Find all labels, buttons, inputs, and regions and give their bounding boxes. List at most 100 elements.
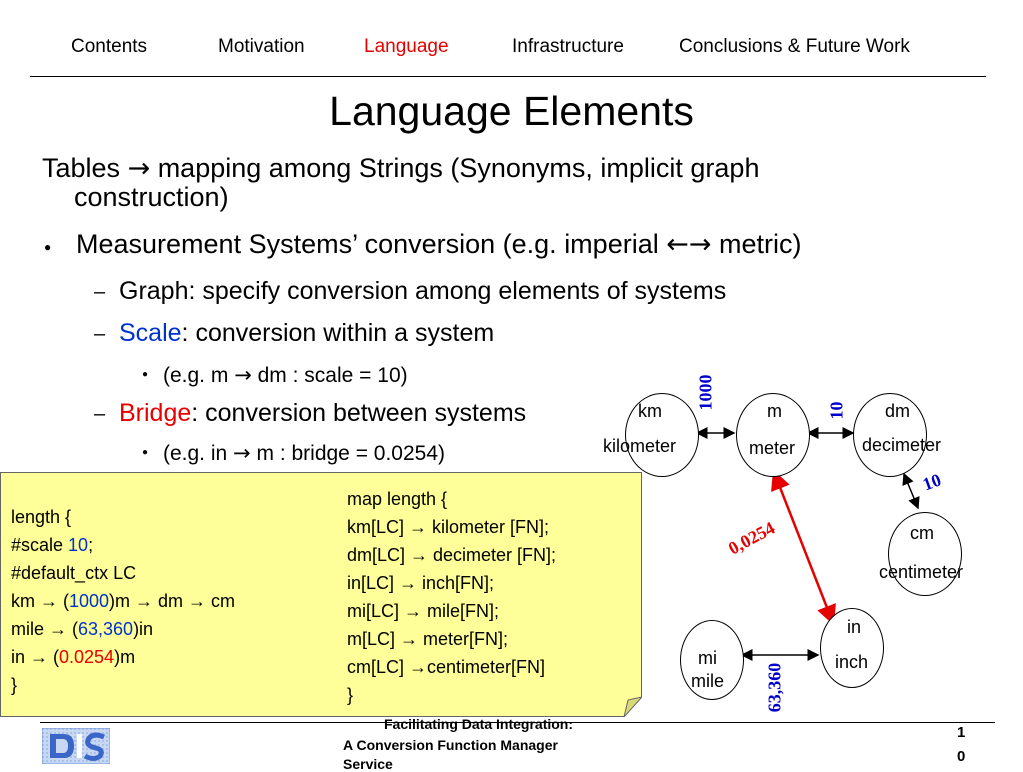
bullet-dot: ● (44, 240, 52, 254)
measurement-line: Measurement Systems’ conversion (e.g. im… (76, 229, 801, 260)
code-line: m[LC] → meter[FN]; (347, 629, 509, 649)
code-value: 1000 (69, 591, 110, 611)
code-note: length { #scale 10; #default_ctx LC km →… (0, 472, 642, 717)
bridge-example-a: (e.g. in (163, 442, 234, 465)
edge-dm-cm (902, 472, 920, 510)
nav-infrastructure[interactable]: Infrastructure (512, 36, 624, 57)
code-text: in → ( (11, 647, 60, 667)
right-arrow-icon: → (234, 363, 252, 387)
page-number-2: 0 (957, 748, 966, 765)
node-km-short: km (638, 401, 662, 421)
code-text: ; (88, 535, 94, 555)
code-value: 63,360 (78, 619, 134, 639)
node-in-short: in (847, 617, 862, 637)
tables-text-a: Tables (42, 153, 128, 183)
dis-logo-icon (42, 728, 110, 764)
dash-bullet: – (94, 281, 106, 303)
tables-line-2: construction) (74, 182, 229, 212)
measure-text-a: Measurement Systems’ conversion (e.g. im… (76, 229, 667, 259)
code-line: map length { (347, 489, 448, 509)
nav-contents[interactable]: Contents (71, 36, 148, 57)
code-line: mi[LC] → mile[FN]; (347, 601, 500, 621)
edge-label-mi-in: 63,360 (764, 662, 785, 713)
scale-line: Scale: conversion within a system (119, 319, 494, 348)
bridge-keyword: Bridge (119, 399, 192, 427)
code-text: mile → ( (11, 619, 78, 639)
note-fold-icon (623, 696, 642, 717)
code-line: cm[LC] →centimeter[FN] (347, 657, 546, 677)
bullet-dot: ● (142, 447, 149, 458)
edge-label-dm-cm: 10 (919, 469, 944, 495)
tables-line: Tables → mapping among Strings (Synonyms… (42, 153, 759, 184)
scale-text: : conversion within a system (181, 319, 495, 347)
footer-line-1: Facilitating Data Integration: (384, 716, 574, 732)
bridge-example: (e.g. in → m : bridge = 0.0254) (163, 441, 445, 466)
nav-language[interactable]: Language (364, 36, 449, 57)
scale-keyword: Scale (119, 319, 182, 347)
node-mi-short: mi (698, 648, 717, 668)
code-line: #default_ctx LC (11, 563, 137, 583)
right-arrow-icon: → (233, 441, 251, 465)
node-m-short: m (767, 401, 782, 421)
footer-line-2: A Conversion Function Manager (343, 737, 558, 753)
node-in (820, 608, 884, 688)
dash-bullet: – (94, 323, 106, 345)
bidirectional-arrow-icon: ←→ (666, 229, 712, 260)
node-dm-short: dm (885, 401, 911, 421)
code-line: } (347, 685, 354, 705)
node-mi (680, 620, 744, 700)
scale-example-a: (e.g. m (163, 364, 235, 387)
nav-motivation[interactable]: Motivation (218, 36, 305, 57)
code-text: )m → dm → cm (109, 591, 236, 611)
node-cm (888, 512, 962, 596)
nav-conclusions[interactable]: Conclusions & Future Work (679, 36, 910, 57)
edge-m-in (771, 469, 836, 626)
bridge-text: : conversion between systems (191, 399, 527, 427)
right-arrow-icon: → (127, 153, 151, 184)
node-cm-short: cm (910, 523, 934, 543)
node-mi-long: mile (691, 671, 725, 691)
bridge-example-b: m : bridge = 0.0254) (250, 442, 446, 465)
node-cm-long: centimeter (879, 562, 964, 582)
slide-title: Language Elements (329, 88, 694, 134)
graph-line: Graph: specify conversion among elements… (119, 277, 727, 305)
code-line: km[LC] → kilometer [FN]; (347, 517, 550, 537)
scale-example-b: dm : scale = 10) (251, 364, 408, 387)
code-line: dm[LC] → decimeter [FN]; (347, 545, 557, 565)
code-line: length { (11, 507, 72, 527)
dash-bullet: – (94, 403, 106, 425)
code-line: km → (1000)m → dm → cm (11, 587, 235, 615)
node-dm (853, 393, 927, 477)
code-line: } (11, 675, 18, 695)
code-left: length { #scale 10; #default_ctx LC km →… (11, 503, 235, 699)
code-line: mile → (63,360)in (11, 615, 235, 643)
node-dm-long: decimeter (862, 435, 942, 455)
measure-text-b: metric) (711, 229, 802, 259)
node-in-long: inch (835, 652, 869, 672)
footer-line-3: Service (343, 756, 393, 772)
nav-divider (30, 76, 986, 77)
scale-example: (e.g. m → dm : scale = 10) (163, 363, 408, 388)
code-value: 0.0254 (59, 647, 115, 667)
code-text: )m (114, 647, 136, 667)
code-text: )in (133, 619, 154, 639)
edge-label-m-in: 0,0254 (724, 517, 779, 559)
tables-text-b: mapping among Strings (Synonyms, implici… (150, 153, 760, 183)
page-number-1: 1 (957, 724, 966, 741)
code-value: 10 (68, 535, 89, 555)
code-line: in[LC] → inch[FN]; (347, 573, 495, 593)
code-right: map length { km[LC] → kilometer [FN]; dm… (347, 485, 556, 709)
bullet-dot: ● (142, 369, 149, 380)
edge-label-m-dm: 10 (826, 401, 847, 420)
code-line: in → (0.0254)m (11, 643, 235, 671)
bridge-line: Bridge: conversion between systems (119, 399, 526, 428)
edge-label-km-m: 1000 (695, 374, 716, 411)
node-m-long: meter (749, 438, 796, 458)
node-km (625, 393, 699, 477)
node-m (736, 393, 810, 477)
code-text: km → ( (11, 591, 69, 611)
code-line: #scale 10; (11, 531, 235, 559)
footer-divider (40, 722, 995, 723)
code-text: #scale (11, 535, 69, 555)
node-km-long: kilometer (603, 436, 677, 456)
